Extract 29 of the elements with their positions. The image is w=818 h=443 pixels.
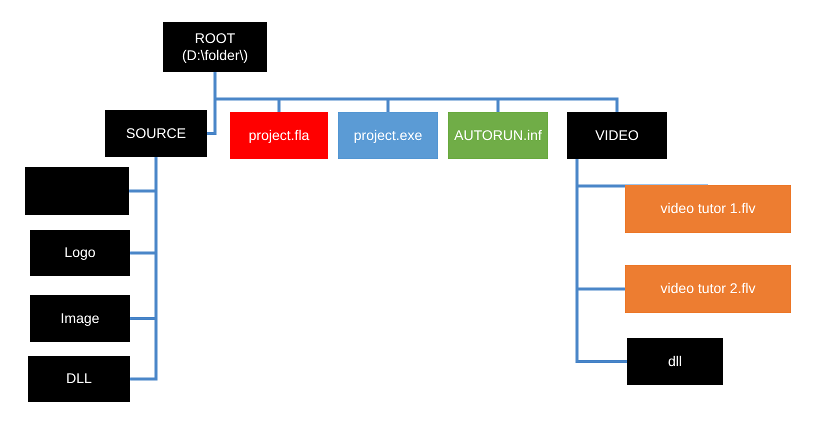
folder-box xyxy=(30,230,130,276)
file-box xyxy=(625,185,791,233)
node-label: (D:\folder\) xyxy=(182,47,248,64)
folder-box xyxy=(567,112,667,159)
folder-box xyxy=(25,167,129,215)
connector-line xyxy=(576,159,627,363)
folder-box xyxy=(28,356,130,402)
node-label: video tutor 2.flv xyxy=(660,280,756,298)
node-label: VIDEO xyxy=(595,126,639,144)
file-box xyxy=(448,112,548,159)
file-box xyxy=(338,112,438,159)
folder-box xyxy=(627,338,723,385)
node-label: Image xyxy=(60,310,100,328)
connector-line xyxy=(130,157,158,380)
node-label: DLL xyxy=(66,370,92,388)
node-label: AUTORUN.inf xyxy=(454,126,542,144)
node-label: video tutor 1.flv xyxy=(660,200,756,218)
folder-box xyxy=(105,110,207,157)
connector-line xyxy=(214,72,618,112)
folder-box xyxy=(30,295,130,342)
node-label: project.exe xyxy=(354,126,422,144)
node-label: project.fla xyxy=(248,126,310,144)
folder-box xyxy=(163,22,267,72)
node-label: ROOT xyxy=(194,30,236,47)
file-box xyxy=(230,112,328,159)
node-label: SOURCE xyxy=(126,124,186,142)
node-label: dll xyxy=(668,352,682,370)
node-label: Logo xyxy=(64,244,96,262)
file-box xyxy=(625,265,791,313)
